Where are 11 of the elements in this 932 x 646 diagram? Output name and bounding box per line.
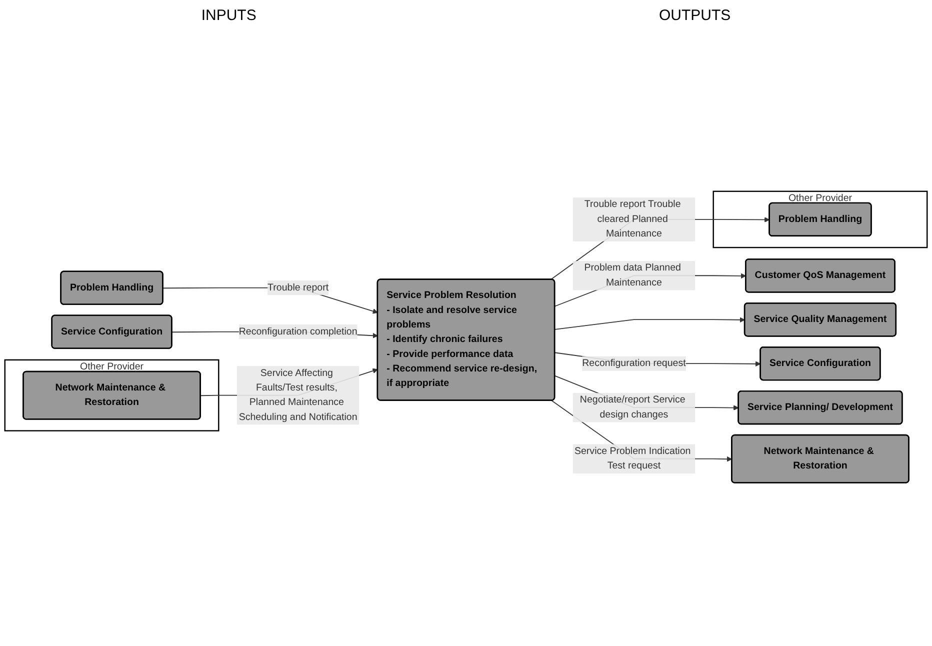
arrow [554,317,746,330]
column-heading: INPUTS [200,6,258,24]
edge-label: Service Problem Indication Test request [574,446,691,472]
edge-label: Reconfiguration completion [238,326,358,337]
column-heading: OUTPUTS [658,6,732,24]
edge-label: Trouble report Trouble cleared Planned Maintenance [584,199,681,239]
edge-label: Reconfiguration request [582,358,686,368]
edge-label: Negotiate/report Service design changes [580,394,686,420]
edge-label: Trouble report [268,282,329,293]
edge-label: Service Affecting Faults/Test results, Planned Maintenance Scheduling and Notification [238,368,358,422]
edge-label: Problem data Planned Maintenance [584,262,681,288]
